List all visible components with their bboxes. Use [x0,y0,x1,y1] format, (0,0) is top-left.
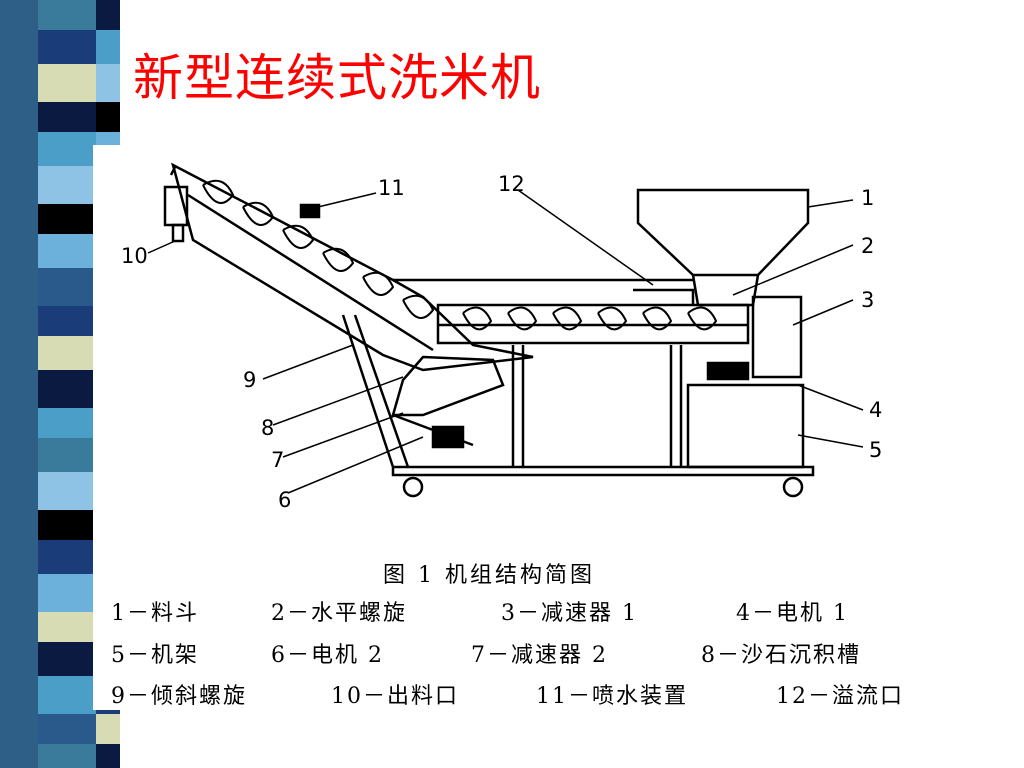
stripe-block [38,642,96,676]
horizontal-screw-flights [462,306,718,331]
stripe-block [38,714,96,744]
stripe-block-edge [96,64,120,102]
inclined-screw [169,162,693,372]
callout-7: 7 [271,448,284,472]
inclined-screw-flights [202,179,435,319]
callout-6: 6 [278,488,291,512]
figure-caption: 图 1 机组结构简图 [383,563,595,588]
legend-item-sediment-tank: 8－沙石沉积槽 [701,643,861,668]
stripe-block [38,132,96,166]
water-spray-device [299,203,321,219]
callout-3: 3 [861,288,874,312]
legend-item-hopper: 1－料斗 [111,601,199,626]
motor-1 [706,361,750,381]
legend-row-3: 9－倾斜螺旋 10－出料口 11－喷水装置 12－溢流口 [111,678,1011,710]
callout-1: 1 [861,186,874,210]
stripe-block [38,166,96,204]
callout-12: 12 [498,172,525,196]
machine-frame [341,314,815,477]
stripe-block [38,612,96,642]
discharge-outlet [163,185,189,243]
legend-item-inclined-screw: 9－倾斜螺旋 [111,684,247,709]
legend-item-horizontal-screw: 2－水平螺旋 [271,601,407,626]
stripe-block [38,64,96,102]
stripe-block [38,268,96,306]
legend-item-reducer-2: 7－减速器 2 [471,643,608,668]
legend-row-2: 5－机架 6－电机 2 7－减速器 2 8－沙石沉积槽 [111,637,1011,669]
stripe-block [38,676,96,714]
stripe-block [38,102,96,132]
stripe-block [38,574,96,612]
legend-item-reducer-1: 3－减速器 1 [501,601,638,626]
overflow-outlet [633,288,695,305]
callout-11: 11 [378,176,405,200]
figure-panel: 1 2 3 4 5 6 7 8 9 10 11 12 图 1 机组结构简图 1－… [93,145,1024,710]
rice-washer-diagram: 1 2 3 4 5 6 7 8 9 10 11 12 [121,162,882,512]
stripe-block [38,0,96,30]
stripe-block [38,30,96,64]
stripe-block-edge [96,0,120,30]
hopper [636,188,810,277]
legend-item-water-spray: 11－喷水装置 [536,684,688,709]
legend-row-1: 1－料斗 2－水平螺旋 3－减速器 1 4－电机 1 [111,595,1011,627]
stripe-block-edge [96,102,120,132]
wheel-right [782,476,804,498]
reducer-1 [751,295,803,379]
legend-item-frame: 5－机架 [111,643,199,668]
stripe-block-edge [96,744,120,768]
callout-5: 5 [869,438,882,462]
stripe-block [38,234,96,268]
leader-lines [147,189,864,494]
legend-item-motor-2: 6－电机 2 [271,643,384,668]
callout-10: 10 [121,244,148,268]
motor-2 [431,425,465,449]
stripe-block [38,408,96,438]
stripe-block [38,370,96,408]
stripe-block [38,204,96,234]
callout-9: 9 [243,368,256,392]
stripe-block-edge [96,714,120,744]
stripe-block [38,306,96,336]
legend-item-overflow-outlet: 12－溢流口 [776,684,904,709]
stripe-block [38,336,96,370]
callout-4: 4 [869,398,882,422]
stripe-block [38,540,96,574]
callout-2: 2 [861,234,874,258]
stripe-block [38,472,96,510]
stripe-block [38,510,96,540]
callout-8: 8 [261,416,274,440]
stripe-block [38,438,96,472]
wheel-left [402,476,424,498]
slide-title: 新型连续式洗米机 [133,49,541,107]
stripe-block-edge [96,30,120,64]
legend-item-discharge-outlet: 10－出料口 [331,684,459,709]
stripe-block [38,744,96,768]
legend-item-motor-1: 4－电机 1 [736,601,849,626]
